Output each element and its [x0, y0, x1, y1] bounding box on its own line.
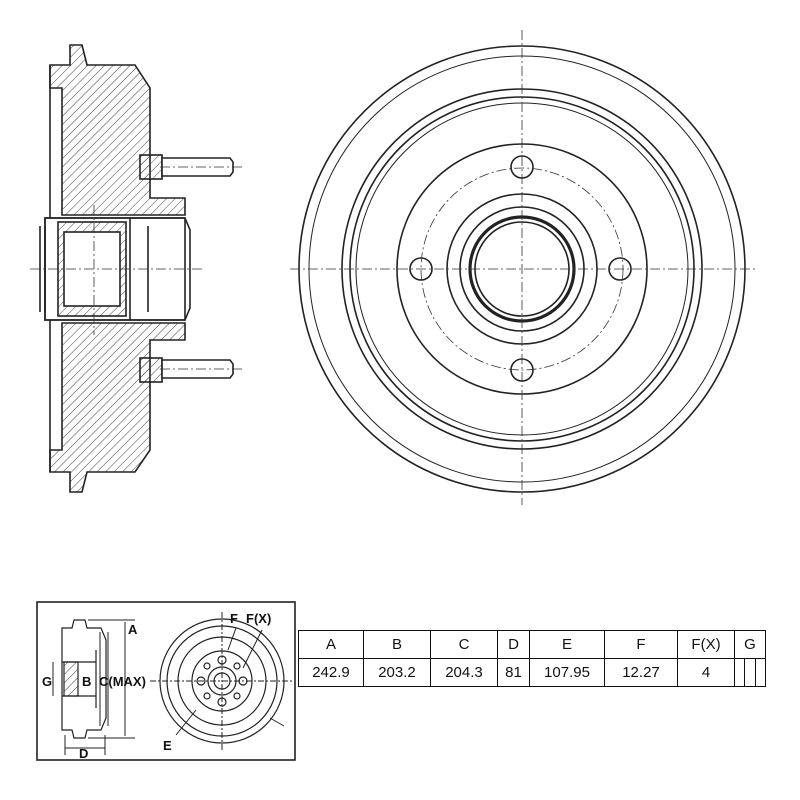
spec-header-g: G [734, 630, 766, 659]
spec-value-g-cell-2 [745, 659, 756, 686]
spec-header-row: A B C D E F F(X) G [298, 630, 766, 659]
section-centerlines [30, 166, 245, 370]
legend-label-f: F [230, 611, 238, 626]
legend-label-c: C(MAX) [99, 674, 146, 689]
spec-header-c: C [430, 630, 498, 659]
legend-label-a: A [128, 622, 138, 637]
spec-header-fx: F(X) [677, 630, 735, 659]
spec-value-b: 203.2 [363, 658, 431, 687]
legend-label-e: E [163, 738, 172, 753]
spec-value-d: 81 [497, 658, 530, 687]
spec-header-b: B [363, 630, 431, 659]
legend-label-b: B [82, 674, 91, 689]
spec-value-g [734, 658, 766, 687]
spec-value-row: 242.9 203.2 204.3 81 107.95 12.27 4 [298, 658, 766, 687]
spec-value-g-cell-3 [756, 659, 765, 686]
legend-label-fx: F(X) [246, 611, 271, 626]
spec-value-a: 242.9 [298, 658, 364, 687]
spec-header-a: A [298, 630, 364, 659]
mini-front-dimension-lines [150, 612, 292, 752]
mini-drum-section [61, 619, 107, 739]
legend-label-g: G [42, 674, 52, 689]
spec-value-e: 107.95 [529, 658, 605, 687]
spec-value-fx: 4 [677, 658, 735, 687]
mini-dimension-lines [52, 619, 135, 755]
spec-value-g-cell-1 [735, 659, 746, 686]
spec-header-e: E [529, 630, 605, 659]
legend-label-d: D [79, 746, 88, 761]
dimension-legend-box: A B C(MAX) G D E F F(X) [36, 601, 296, 761]
front-centerlines [290, 30, 755, 505]
spec-value-c: 204.3 [430, 658, 498, 687]
spec-value-f: 12.27 [604, 658, 678, 687]
spec-header-d: D [497, 630, 530, 659]
spec-header-f: F [604, 630, 678, 659]
dimension-spec-table: A B C D E F F(X) G 242.9 203.2 204.3 81 … [298, 630, 766, 687]
drum-cross-section-view [39, 44, 234, 493]
